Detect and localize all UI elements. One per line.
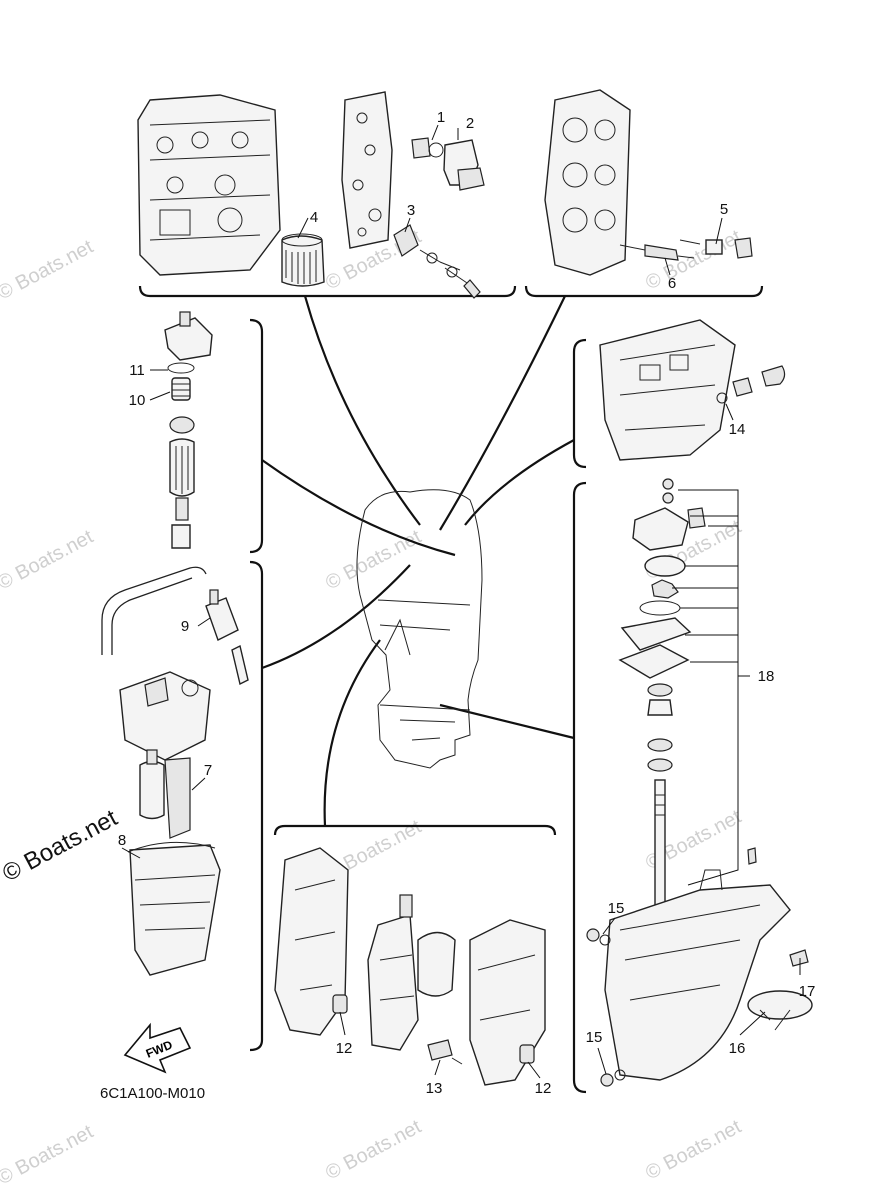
fuel-filter-assembly bbox=[164, 311, 213, 549]
drive-shaft bbox=[647, 683, 673, 921]
diagram-code: 6C1A100-M010 bbox=[100, 1085, 205, 1102]
callout-11: 11 bbox=[129, 362, 145, 379]
callout-12-right: 12 bbox=[535, 1080, 552, 1097]
watermark: © Boats.net bbox=[642, 226, 745, 295]
callout-17: 17 bbox=[799, 983, 816, 1000]
watermark: © Boats.net bbox=[642, 1116, 745, 1185]
watermark: © Boats.net bbox=[322, 1116, 425, 1185]
upper-casing bbox=[599, 319, 736, 461]
electric-fuel-pump bbox=[139, 749, 191, 839]
drain-plugs bbox=[586, 847, 809, 1087]
callout-14: 14 bbox=[729, 421, 746, 438]
oil-filter bbox=[281, 233, 325, 287]
kit-bracket-18 bbox=[672, 489, 739, 886]
callout-8: 8 bbox=[118, 832, 126, 849]
lower-unit bbox=[604, 869, 791, 1081]
callout-16: 16 bbox=[729, 1040, 746, 1057]
watermark-prominent: © Boats.net bbox=[0, 804, 122, 887]
fwd-arrow-icon: FWD bbox=[123, 1022, 192, 1074]
callout-13: 13 bbox=[426, 1080, 443, 1097]
anode-rod bbox=[393, 224, 481, 299]
clamp-bracket-right bbox=[469, 919, 546, 1086]
callout-3: 3 bbox=[407, 202, 415, 219]
callout-labels: 1 2 3 4 5 6 7 8 9 10 11 12 12 13 14 15 1… bbox=[118, 109, 816, 1097]
group-brackets bbox=[138, 285, 764, 1094]
callout-12-left: 12 bbox=[336, 1040, 353, 1057]
fuel-hose bbox=[101, 566, 207, 655]
callout-9: 9 bbox=[181, 618, 189, 635]
callout-5: 5 bbox=[720, 201, 728, 218]
callout-10: 10 bbox=[129, 392, 146, 409]
callout-6: 6 bbox=[668, 275, 676, 292]
leader-lines bbox=[261, 295, 575, 827]
callout-7: 7 bbox=[204, 762, 212, 779]
watermark: © Boats.net bbox=[0, 236, 97, 305]
callout-4: 4 bbox=[310, 209, 318, 226]
callout-2: 2 bbox=[466, 115, 474, 132]
cylinder-head-right bbox=[544, 89, 631, 276]
outboard-motor-outline bbox=[356, 489, 483, 769]
fuel-tank-bowl bbox=[127, 841, 221, 976]
cylinder-block-left bbox=[137, 94, 281, 276]
thermostat bbox=[411, 137, 485, 191]
water-inlet-fitting bbox=[716, 365, 786, 404]
exhaust-cover bbox=[341, 91, 393, 249]
water-pump-kit bbox=[618, 478, 706, 679]
callout-15-upper: 15 bbox=[608, 900, 625, 917]
callout-leaders bbox=[121, 124, 801, 1079]
clamp-bracket-left bbox=[274, 847, 349, 1036]
watermark: © Boats.net bbox=[0, 526, 97, 595]
anode-trim-tab bbox=[747, 990, 813, 1031]
watermark: © Boats.net bbox=[322, 526, 425, 595]
vapor-separator-tank bbox=[119, 671, 211, 761]
watermark: © Boats.net bbox=[0, 1121, 97, 1190]
inline-fuel-filter bbox=[205, 589, 249, 686]
trim-tilt-unit bbox=[367, 894, 456, 1051]
bracket-bushing bbox=[427, 1039, 463, 1065]
callout-1: 1 bbox=[437, 109, 445, 126]
callout-15-lower: 15 bbox=[586, 1029, 603, 1046]
spark-plug bbox=[619, 237, 753, 261]
callout-18: 18 bbox=[758, 668, 775, 685]
